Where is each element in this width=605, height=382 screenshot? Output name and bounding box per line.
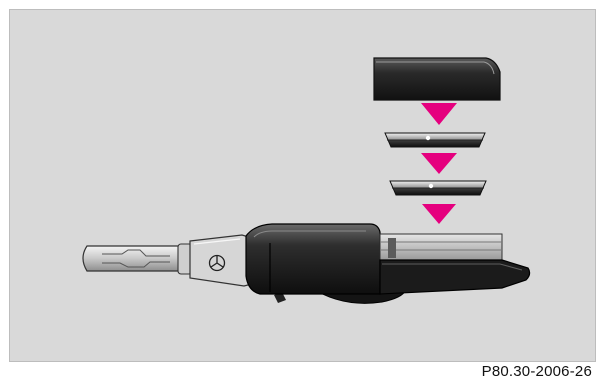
down-arrow-icon-1	[421, 103, 457, 125]
down-arrow-icon-3	[422, 204, 456, 224]
figure-panel	[9, 9, 596, 362]
battery-cover-icon	[374, 58, 500, 100]
coin-cell-battery-icon-1	[385, 133, 485, 147]
battery-replacement-illustration	[10, 10, 596, 362]
down-arrow-icon-2	[421, 153, 457, 174]
car-key-icon	[83, 224, 530, 303]
coin-cell-battery-icon-2	[390, 181, 486, 195]
figure-reference-code: P80.30-2006-26	[478, 362, 596, 382]
